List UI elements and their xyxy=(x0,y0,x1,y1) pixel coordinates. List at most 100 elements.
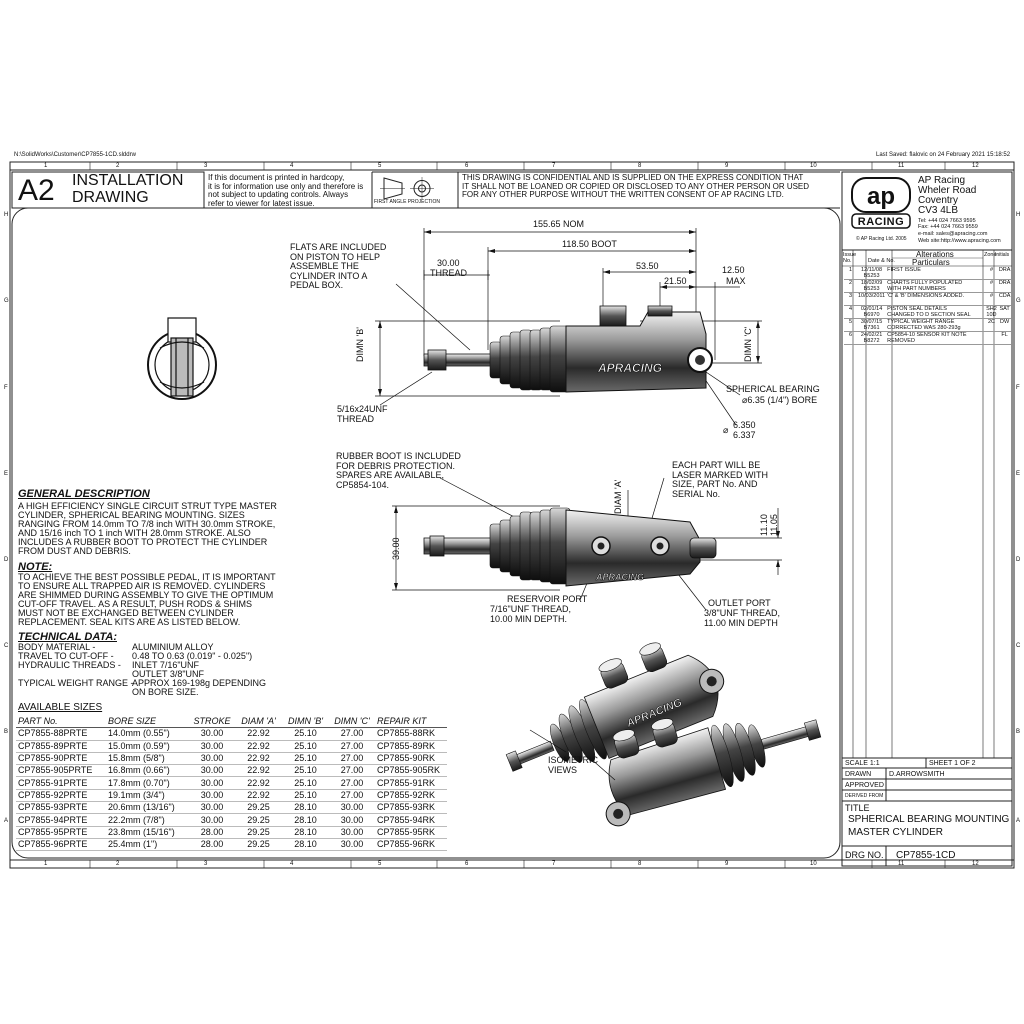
table-cell: CP7855-91PRTE xyxy=(16,776,106,790)
last-saved: Last Saved: flalovic on 24 February 2021… xyxy=(876,152,1011,158)
alteration-text: WITH PART NUMBERS xyxy=(887,286,946,292)
col-diam-a: DIAM 'A' xyxy=(235,716,282,729)
table-cell: 19.1mm (3/4") xyxy=(106,789,189,803)
alteration-date: 10/03/2011 xyxy=(858,293,886,299)
dim-boot: 118.50 BOOT xyxy=(562,239,617,249)
svg-text:RACING: RACING xyxy=(858,216,904,228)
alteration-zone: # xyxy=(989,280,993,286)
table-cell: 25.10 xyxy=(282,752,329,766)
table-cell: 22.92 xyxy=(235,789,282,803)
top-view xyxy=(392,477,782,611)
alteration-number: B8272 xyxy=(863,338,880,344)
alteration-initials: FL xyxy=(1001,332,1008,338)
title-line1: SPHERICAL BEARING MOUNTING xyxy=(848,814,1010,825)
table-cell: 30.00 xyxy=(189,727,235,741)
table-cell: 30.00 xyxy=(189,789,235,803)
alteration-number: B7361 xyxy=(863,325,880,331)
table-cell: 28.10 xyxy=(282,826,329,839)
alteration-text: CHARTS FULLY POPULATED xyxy=(887,280,963,286)
table-cell: CP7855-93PRTE xyxy=(16,801,106,815)
drawn-by: D.ARROWSMITH xyxy=(889,771,945,778)
alteration-date: 02/01/14 xyxy=(860,306,883,312)
alteration-issue: 6 xyxy=(848,332,853,338)
brand-mark-top: APRACING xyxy=(595,572,644,582)
table-cell: 30.00 xyxy=(189,752,235,766)
table-cell: 22.92 xyxy=(235,776,282,790)
alteration-date: 12/11/08 xyxy=(861,267,883,273)
table-cell: 25.10 xyxy=(282,740,329,753)
table-cell: 22.92 xyxy=(235,752,282,766)
table-cell: 28.00 xyxy=(189,826,235,839)
dim-thread-30: 30.00 xyxy=(437,258,460,268)
sizes-table: PART No. BORE SIZE STROKE DIAM 'A' DIMN … xyxy=(16,716,447,852)
table-cell: 27.00 xyxy=(329,789,375,803)
alt-initials-header: Initials xyxy=(995,252,1010,258)
alteration-text: CHANGED TO D SECTION SEAL xyxy=(887,312,971,318)
alt-title-header: Alterations xyxy=(916,250,954,259)
alteration-initials: DRA xyxy=(998,280,1011,286)
side-view xyxy=(375,228,762,426)
technical-heading: TECHNICAL DATA: xyxy=(18,631,117,643)
alteration-initials: CDA xyxy=(998,293,1011,299)
table-cell: 17.8mm (0.70") xyxy=(106,776,189,790)
bore-diam-icon: ⌀ xyxy=(723,425,729,435)
table-cell: 27.00 xyxy=(329,752,375,766)
table-cell: 28.10 xyxy=(282,813,329,827)
dim-12: 12.50 xyxy=(722,265,745,275)
table-cell: CP7855-92PRTE xyxy=(16,789,106,803)
alteration-zone: # xyxy=(989,293,993,299)
table-cell: 30.00 xyxy=(329,838,375,852)
table-cell: CP7855-96PRTE xyxy=(16,838,106,852)
title-line2: MASTER CYLINDER xyxy=(848,827,944,838)
title-drawing: DRAWING xyxy=(72,189,149,206)
table-cell: 30.00 xyxy=(329,826,375,839)
col-dimn-c: DIMN 'C' xyxy=(329,716,375,729)
bore-lower-tol: 6.337 xyxy=(733,430,756,440)
derived-label: DERIVED FROM xyxy=(845,793,884,799)
alteration-text: PISTON SEAL DETAILS xyxy=(887,306,947,312)
table-cell: CP7855-91RK xyxy=(375,776,447,790)
table-cell: 22.2mm (7/8") xyxy=(106,813,189,827)
note-heading: NOTE: xyxy=(18,561,53,573)
alteration-zone: 2C xyxy=(987,319,995,325)
dim-21: 21.50 xyxy=(664,276,687,286)
dim-53: 53.50 xyxy=(636,261,659,271)
col-stroke: STROKE xyxy=(189,716,235,729)
diam-a-label: DIAM 'A' xyxy=(613,479,623,514)
table-cell: 16.8mm (0.66") xyxy=(106,764,189,778)
alteration-initials: DRA xyxy=(998,267,1011,273)
table-cell: 27.00 xyxy=(329,740,375,753)
alteration-text: CORRECTED WAS 280-293g xyxy=(887,325,961,331)
table-cell: 25.10 xyxy=(282,776,329,790)
alteration-issue: 5 xyxy=(848,319,853,325)
col-bore: BORE SIZE xyxy=(106,716,189,729)
projection-label: FIRST ANGLE PROJECTION xyxy=(374,199,441,205)
alt-date-header: Date & No. xyxy=(868,258,895,264)
table-cell: CP7855-95RK xyxy=(375,826,447,839)
brand-mark-side: APRACING xyxy=(597,361,662,375)
col-repair: REPAIR KIT xyxy=(375,716,447,729)
alteration-zone: SH2 10D xyxy=(986,306,997,318)
dim-nom: 155.65 NOM xyxy=(533,219,585,229)
table-cell: CP7855-89RK xyxy=(375,740,447,753)
alteration-text: REMOVED xyxy=(887,338,915,344)
table-cell: 22.92 xyxy=(235,764,282,778)
table-cell: 27.00 xyxy=(329,764,375,778)
sheet-size: A2 xyxy=(18,174,55,207)
alteration-number: B5253 xyxy=(863,286,880,292)
alteration-issue: 2 xyxy=(848,280,853,286)
